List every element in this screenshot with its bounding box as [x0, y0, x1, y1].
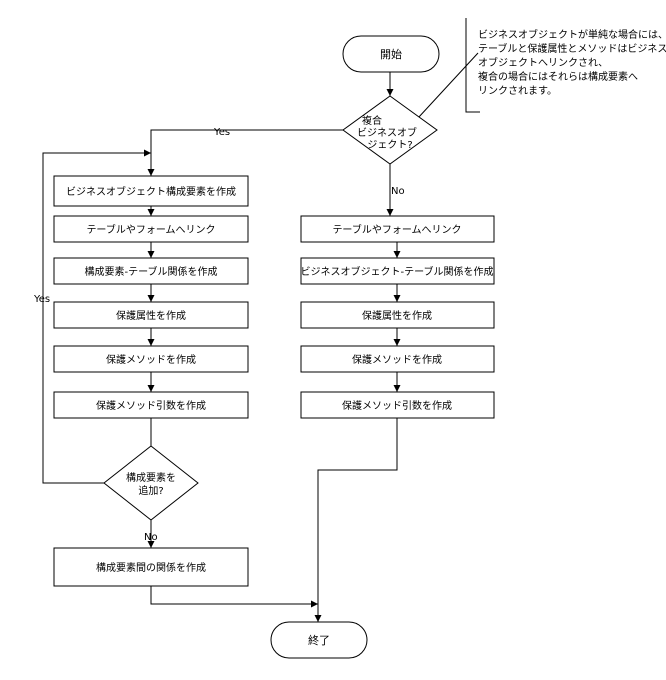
left-final-step: 構成要素間の関係を作成: [53, 547, 249, 587]
note-line-3: オブジェクトへリンクされ、: [478, 56, 608, 69]
left-steps: ビジネスオブジェクト構成要素を作成 テーブルやフォームへリンク 構成要素-テーブ…: [53, 175, 249, 419]
end-terminator: 終了: [270, 621, 368, 659]
left-step-2: テーブルやフォームへリンク: [86, 223, 215, 236]
annotation-note: ビジネスオブジェクトが単純な場合には、 テーブルと保護属性とメソッドはビジネス …: [465, 18, 666, 113]
no-label-add: No: [144, 532, 158, 543]
start-terminator: 開始: [342, 35, 440, 73]
yes-label-complex: Yes: [213, 127, 230, 138]
left-step-3: 構成要素-テーブル関係を作成: [84, 265, 217, 278]
decision-complex-line3: ジェクト?: [367, 139, 412, 151]
yes-label-add: Yes: [33, 294, 50, 305]
connectors: [42, 52, 479, 622]
decision-add-line1: 構成要素を: [126, 471, 176, 484]
right-step-5: 保護メソッド引数を作成: [342, 399, 452, 412]
decision-add-component: 構成要素を 追加?: [103, 445, 199, 521]
note-line-4: 複合の場合にはそれらは構成要素へ: [478, 70, 638, 83]
left-step-6: 保護メソッド引数を作成: [96, 399, 206, 412]
decision-complex: 複合 ビジネスオブ ジェクト?: [342, 95, 438, 165]
right-step-3: 保護属性を作成: [362, 309, 432, 322]
right-step-4: 保護メソッドを作成: [352, 353, 442, 366]
end-label: 終了: [308, 633, 330, 647]
right-steps: テーブルやフォームへリンク ビジネスオブジェクト-テーブル関係を作成 保護属性を…: [300, 215, 495, 419]
start-label: 開始: [380, 47, 402, 61]
right-step-1: テーブルやフォームへリンク: [332, 223, 461, 236]
note-line-1: ビジネスオブジェクトが単純な場合には、: [478, 28, 666, 41]
note-line-5: リンクされます。: [478, 85, 557, 97]
left-step-1: ビジネスオブジェクト構成要素を作成: [66, 185, 236, 198]
decision-complex-line1: 複合: [362, 114, 382, 127]
decision-add-line2: 追加?: [138, 484, 163, 497]
note-line-2: テーブルと保護属性とメソッドはビジネス: [478, 42, 666, 55]
decision-complex-line2: ビジネスオブ: [357, 126, 417, 139]
right-step-2: ビジネスオブジェクト-テーブル関係を作成: [300, 265, 493, 278]
no-label-complex: No: [391, 186, 405, 197]
left-final-label: 構成要素間の関係を作成: [96, 561, 206, 574]
left-step-4: 保護属性を作成: [116, 309, 186, 322]
left-step-5: 保護メソッドを作成: [106, 353, 196, 366]
